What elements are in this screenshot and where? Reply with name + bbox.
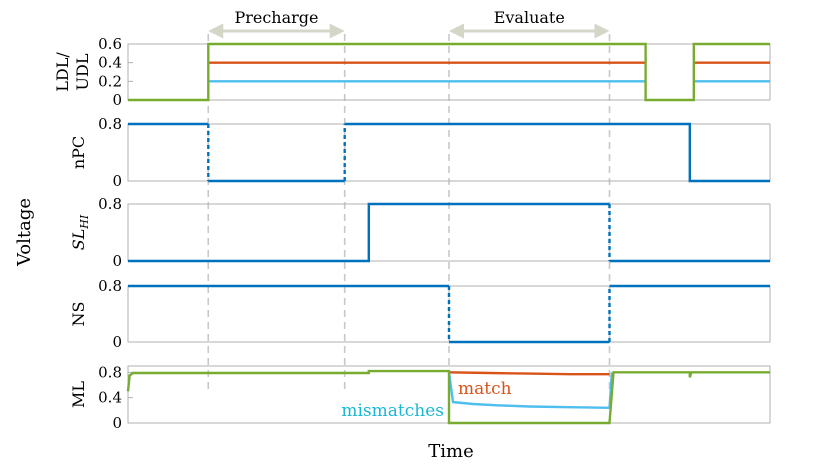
figure-ylabel: Voltage <box>14 198 35 267</box>
annotation-mismatches: mismatches <box>341 401 444 421</box>
series-line <box>448 371 610 376</box>
series-line <box>344 122 770 183</box>
y-tick-label: 0.8 <box>98 195 122 213</box>
panel-ylabel: ML <box>69 381 88 408</box>
panel-ylabel: nPC <box>69 136 88 169</box>
y-tick-label: 0 <box>112 91 122 109</box>
xlabel-time: Time <box>428 441 473 459</box>
panel-ylabel: NS <box>69 302 88 327</box>
series-line <box>126 369 770 425</box>
y-tick-label: 0.4 <box>98 54 122 72</box>
y-tick-label: 0.6 <box>98 35 122 53</box>
ylabel-text: nPC <box>69 136 88 169</box>
y-tick-label: 0.4 <box>98 389 122 407</box>
series-line <box>128 42 770 102</box>
ylabel-line: LDL/ <box>53 52 72 92</box>
ylabel-text: ML <box>69 381 88 408</box>
ylabel-text: NS <box>69 302 88 327</box>
panel-ylabel: LDL/UDL <box>53 52 92 92</box>
phase-label: Evaluate <box>494 8 565 27</box>
annotation-match: match <box>458 379 512 399</box>
y-tick-label: 0.8 <box>98 115 122 133</box>
y-tick-label: 0.8 <box>98 363 122 381</box>
series-line <box>128 202 610 263</box>
y-tick-label: 0.2 <box>98 72 122 90</box>
series-line <box>447 372 614 410</box>
y-tick-label: 0 <box>112 252 122 270</box>
phase-label: Precharge <box>234 8 318 27</box>
panel-ylabel: SLHI <box>69 214 91 250</box>
ylabel-voltage: Voltage <box>14 198 35 267</box>
ylabel-line: UDL <box>73 53 92 90</box>
y-tick-label: 0.8 <box>98 277 122 295</box>
y-tick-label: 0 <box>112 414 122 432</box>
y-tick-label: 0 <box>112 333 122 351</box>
ylabel-text: SLHI <box>69 214 91 250</box>
y-tick-label: 0 <box>112 172 122 190</box>
